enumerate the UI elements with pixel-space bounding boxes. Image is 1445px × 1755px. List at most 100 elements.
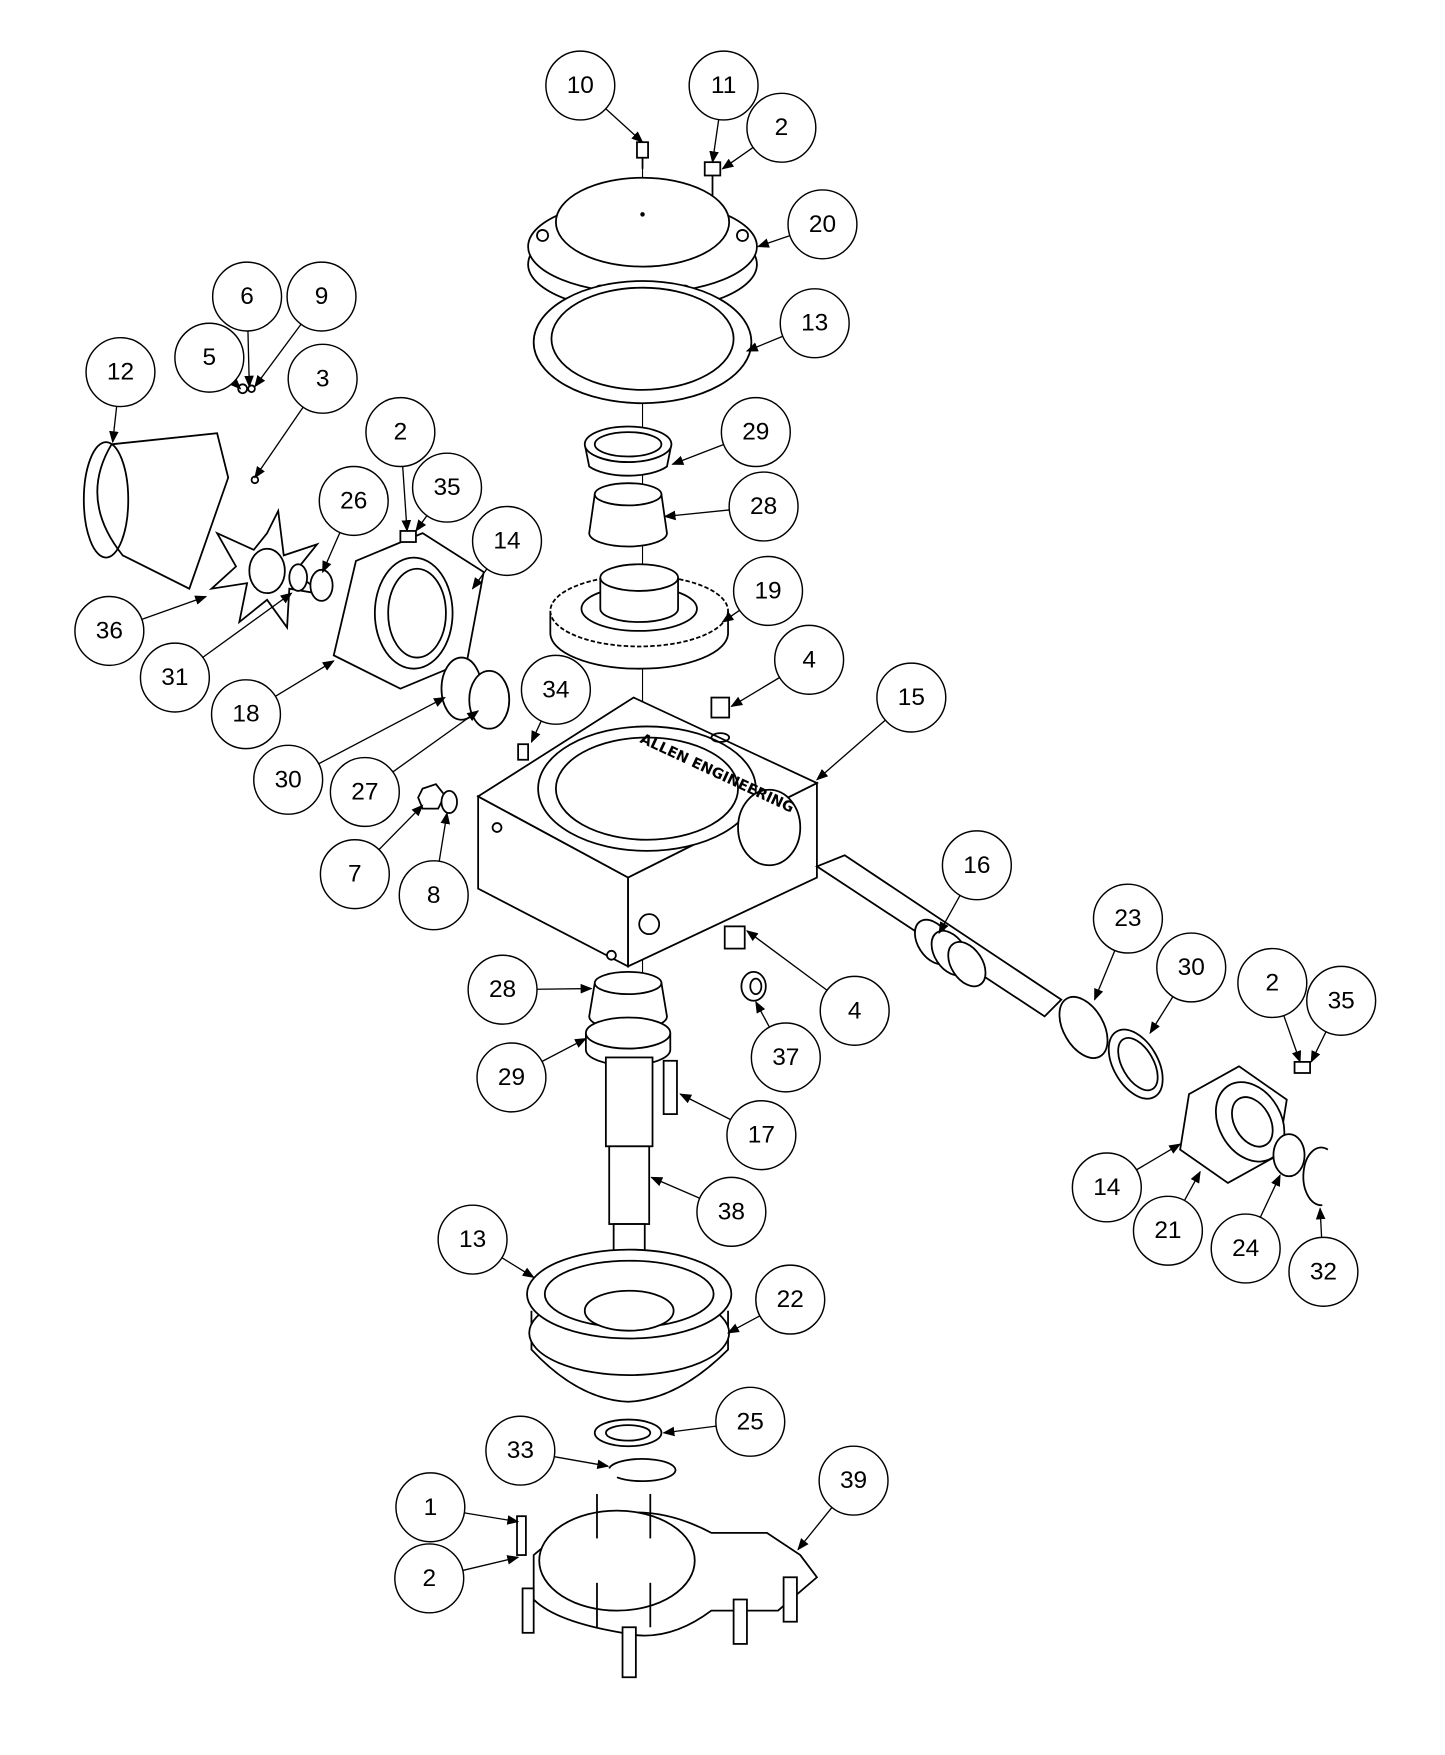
balloon-circle — [520, 654, 592, 725]
base-stud-part — [516, 1515, 527, 1556]
balloon-3: 3 — [287, 343, 358, 414]
balloon-circle — [720, 396, 791, 468]
leader-line-25 — [662, 1425, 717, 1437]
balloon-number: 15 — [898, 684, 925, 711]
cooling-fan-part — [208, 507, 326, 631]
balloon-number: 10 — [567, 72, 594, 99]
balloon-number: 12 — [107, 359, 134, 386]
balloon-number: 39 — [840, 1467, 867, 1494]
balloon-circle — [286, 261, 357, 332]
leader-line-36 — [141, 595, 208, 620]
leader-line-5 — [229, 377, 242, 390]
leader-line-14 — [1136, 1143, 1182, 1171]
balloon-29: 29 — [720, 396, 791, 468]
balloon-circle — [395, 1472, 466, 1543]
leader-line-2 — [721, 146, 754, 170]
leader-line-9 — [254, 323, 302, 388]
balloon-5: 5 — [174, 322, 245, 393]
balloon-circle — [85, 336, 156, 408]
shaft-key-part — [662, 1059, 678, 1115]
leader-line-10 — [605, 108, 644, 143]
balloon-12: 12 — [85, 336, 156, 408]
balloon-34: 34 — [520, 654, 592, 725]
balloon-number: 7 — [348, 861, 362, 888]
balloon-15: 15 — [876, 662, 947, 733]
balloon-circle — [728, 471, 799, 542]
balloon-number: 25 — [737, 1408, 764, 1435]
balloon-number: 34 — [542, 676, 569, 703]
balloon-number: 20 — [809, 211, 836, 238]
balloon-number: 3 — [316, 365, 330, 392]
balloon-number: 18 — [232, 701, 259, 728]
balloon-circle — [437, 1204, 508, 1275]
balloon-38: 38 — [696, 1176, 767, 1247]
leader-line-19 — [721, 609, 740, 623]
balloon-circle — [726, 1100, 797, 1171]
balloon-14: 14 — [471, 505, 543, 577]
balloon-circle — [1306, 965, 1377, 1036]
balloon-circle — [746, 92, 817, 163]
leader-line-33 — [554, 1456, 610, 1470]
balloon-37: 37 — [750, 1022, 821, 1093]
balloon-2: 2 — [365, 396, 436, 468]
lower-cover-part — [526, 1248, 733, 1403]
leader-line-31 — [202, 592, 293, 658]
upper-bearing-cone-part — [588, 482, 668, 548]
balloon-35: 35 — [411, 452, 483, 523]
balloon-circle — [1071, 1152, 1142, 1223]
leader-line-35 — [415, 515, 428, 532]
balloon-circle — [787, 189, 858, 260]
balloon-13: 13 — [779, 288, 850, 359]
leader-line-37 — [755, 1000, 771, 1028]
balloon-9: 9 — [286, 261, 357, 332]
balloon-4: 4 — [819, 975, 890, 1046]
balloon-number: 2 — [394, 419, 408, 446]
top-gasket-part — [532, 280, 753, 405]
balloon-number: 22 — [777, 1286, 804, 1313]
gearbox-housing-part: ALLEN ENGINEERING — [476, 696, 819, 968]
balloon-23: 23 — [1092, 883, 1164, 954]
balloon-circle — [394, 1543, 465, 1614]
leader-line-2 — [462, 1555, 520, 1572]
balloon-circle — [819, 975, 890, 1046]
shaft-bearing-cone-part — [1058, 996, 1109, 1059]
balloon-8: 8 — [398, 860, 469, 931]
balloon-7: 7 — [319, 839, 390, 910]
balloon-18: 18 — [210, 679, 282, 750]
balloon-circle — [467, 954, 538, 1025]
balloon-circle — [755, 1264, 826, 1335]
balloon-circle — [476, 1042, 547, 1113]
balloon-circle — [818, 1445, 889, 1516]
leader-line-16 — [938, 895, 961, 935]
balloon-32: 32 — [1288, 1236, 1359, 1307]
balloon-number: 28 — [750, 493, 777, 520]
balloon-circle — [773, 624, 845, 695]
leader-line-29 — [671, 443, 724, 465]
leader-line-23 — [1093, 950, 1116, 1001]
balloon-27: 27 — [329, 756, 400, 828]
balloon-number: 9 — [315, 283, 329, 310]
leader-line-27 — [392, 710, 480, 773]
leader-line-38 — [650, 1176, 701, 1199]
spacer-part — [288, 563, 308, 592]
balloon-circle — [779, 288, 850, 359]
leader-line-17 — [679, 1093, 731, 1121]
balloon-circle — [318, 465, 389, 537]
balloon-circle — [471, 505, 543, 577]
balloon-1: 1 — [395, 1472, 466, 1543]
balloon-16: 16 — [941, 830, 1013, 901]
balloon-number: 17 — [748, 1122, 775, 1149]
balloon-number: 21 — [1154, 1217, 1181, 1244]
mounting-base-part — [521, 1493, 819, 1679]
leader-line-29 — [541, 1037, 587, 1063]
balloon-circle — [287, 343, 358, 414]
lower-bearing-cone-part — [588, 971, 668, 1031]
balloon-number: 11 — [711, 72, 736, 99]
balloon-number: 1 — [424, 1494, 438, 1521]
balloon-number: 29 — [742, 419, 769, 446]
balloon-number: 2 — [1266, 970, 1280, 997]
leader-line-26 — [322, 532, 341, 574]
balloon-28: 28 — [728, 471, 799, 542]
